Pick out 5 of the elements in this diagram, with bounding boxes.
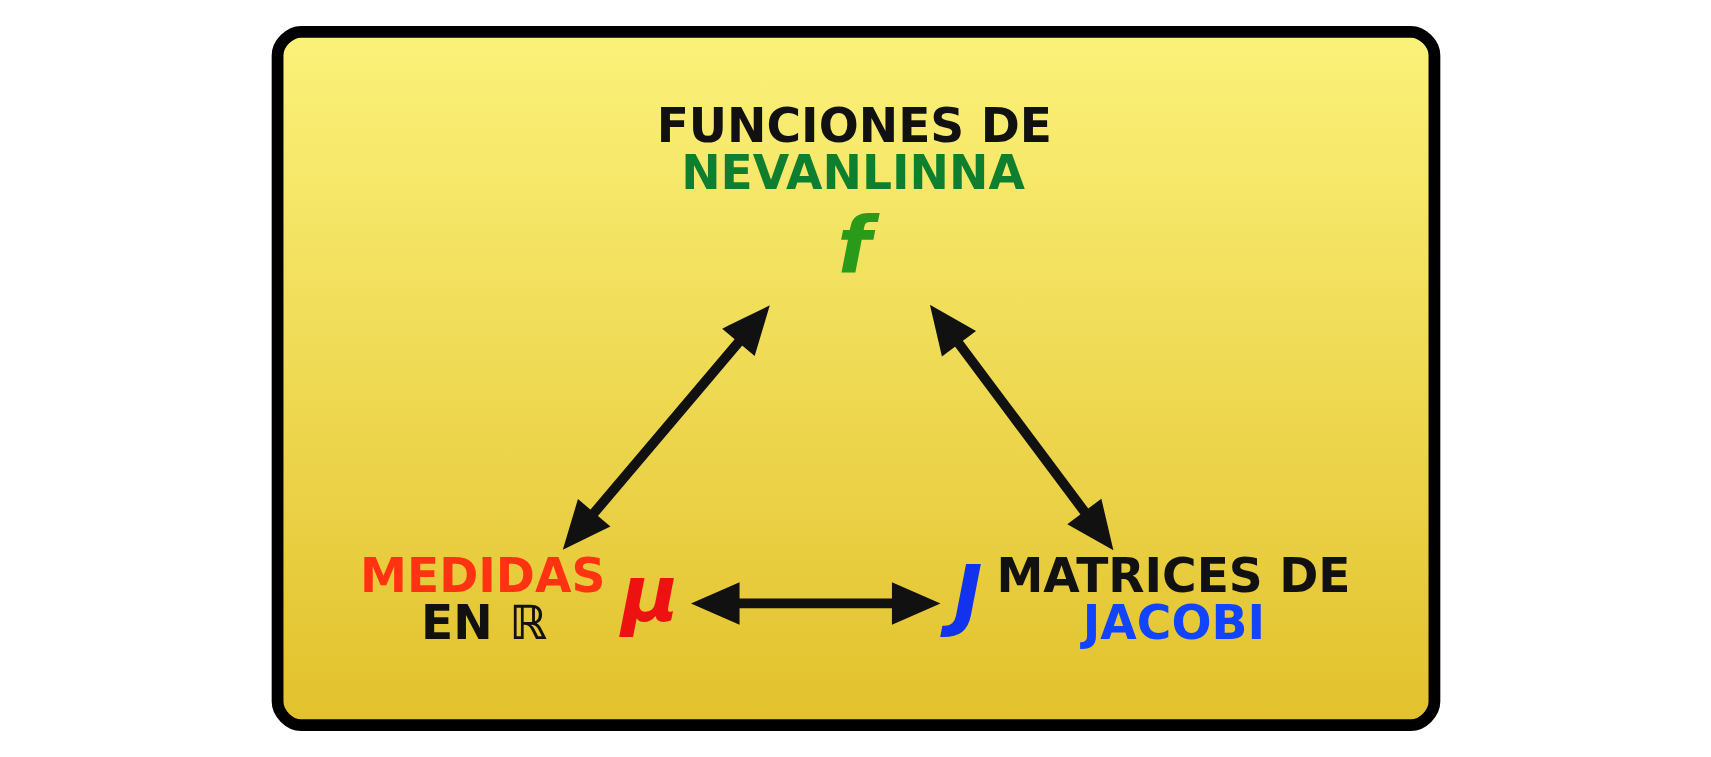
node-text: μ bbox=[620, 548, 679, 641]
arrow bbox=[690, 582, 941, 625]
arrow bbox=[562, 305, 770, 550]
arrow bbox=[929, 304, 1113, 551]
cluster bbox=[271, 25, 1440, 732]
